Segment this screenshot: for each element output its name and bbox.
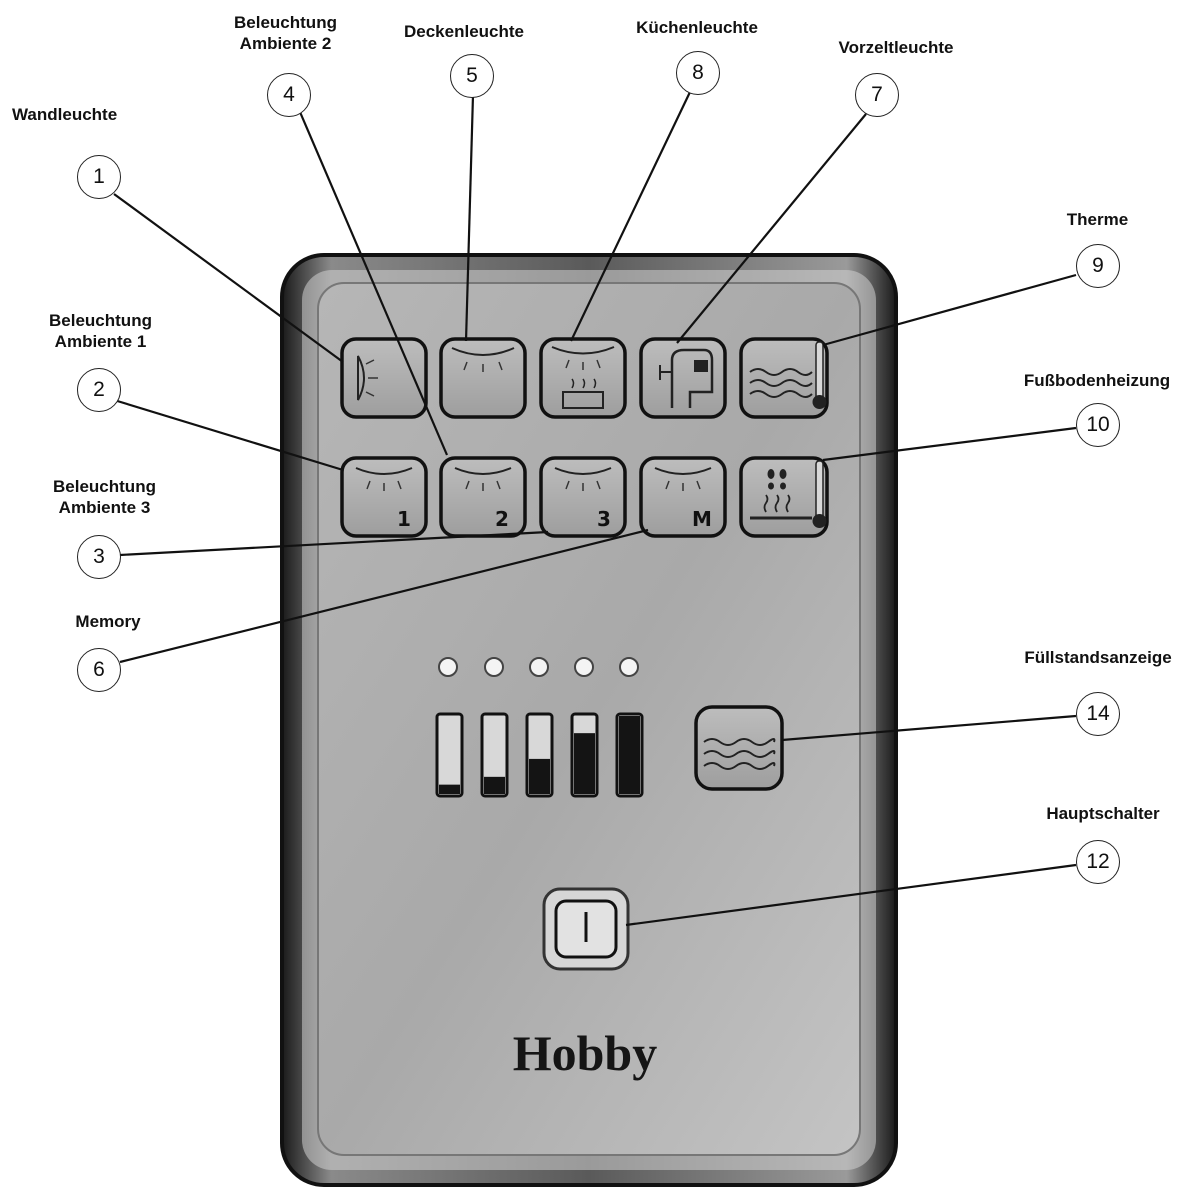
- leader-line: [822, 426, 1077, 462]
- water-wave-icon: [703, 738, 776, 746]
- level-fill-1: [439, 784, 460, 794]
- label-hauptschalter: Hauptschalter: [1046, 804, 1160, 823]
- label-memory: Memory: [75, 612, 141, 631]
- led: [484, 657, 504, 677]
- callout-3: 3: [77, 535, 121, 579]
- level-fill-2: [484, 776, 505, 794]
- level-bars: [435, 712, 644, 798]
- leader-line: [119, 530, 549, 557]
- callout-4: 4: [267, 73, 311, 117]
- thermometer-icon: [815, 341, 824, 401]
- ambient-lamp-icon: [654, 467, 712, 475]
- leader-line: [570, 91, 691, 342]
- callout-7: 7: [855, 73, 899, 117]
- fussbodenheizung-button[interactable]: [739, 456, 829, 538]
- ambiente2-button[interactable]: [439, 456, 527, 538]
- leader-line: [676, 113, 867, 344]
- callout-8: 8: [676, 51, 720, 95]
- leader-line: [119, 528, 649, 664]
- led: [529, 657, 549, 677]
- label-vorzeltleuchte: Vorzeltleuchte: [838, 38, 954, 57]
- ambient-lamp-icon: [554, 467, 612, 475]
- awning-lamp-icon: [670, 348, 714, 408]
- leader-lines: [113, 91, 1077, 927]
- level-fill-3: [529, 758, 550, 794]
- led: [619, 657, 639, 677]
- label-wandleuchte: Wandleuchte: [12, 105, 118, 124]
- callout-9: 9: [1076, 244, 1120, 288]
- footprints-icon: [767, 469, 787, 490]
- ambient-lamp-icon: [454, 467, 512, 475]
- key-number-1: 1: [397, 507, 411, 531]
- level-bar-1: [435, 712, 464, 798]
- heat-icon: [763, 494, 791, 513]
- callout-14: 14: [1076, 692, 1120, 736]
- deckenleuchte-button[interactable]: [439, 337, 527, 419]
- ambiente3-button[interactable]: [539, 456, 627, 538]
- leader-line: [113, 193, 344, 363]
- label-kuechenleuchte: Küchenleuchte: [636, 18, 758, 37]
- led: [574, 657, 594, 677]
- label-fuellstandsanzeige: Füllstandsanzeige: [1024, 648, 1172, 667]
- leader-line: [781, 714, 1077, 742]
- callout-5: 5: [450, 54, 494, 98]
- memory-button[interactable]: [639, 456, 727, 538]
- key-letter-m: M: [692, 507, 712, 531]
- label-fussbodenheizung: Fußbodenheizung: [1023, 371, 1171, 390]
- level-fill-5: [619, 716, 640, 794]
- ambient-lamp-icon: [355, 467, 413, 475]
- ceiling-lamp-icon: [451, 347, 515, 356]
- brand-logo: Hobby: [512, 1025, 658, 1081]
- callout-6: 6: [77, 648, 121, 692]
- label-therme: Therme: [1066, 210, 1129, 229]
- thermometer-icon: [815, 460, 824, 520]
- water-wave-icon: [749, 368, 813, 376]
- ambiente1-button[interactable]: [340, 456, 428, 538]
- leader-line: [113, 398, 344, 472]
- level-leds: [438, 657, 639, 677]
- leader-line: [625, 863, 1077, 927]
- kitchen-lamp-icon: [551, 346, 615, 355]
- leader-line: [464, 94, 475, 342]
- key-number-2: 2: [495, 507, 509, 531]
- kuechenleuchte-button[interactable]: [539, 337, 627, 419]
- led: [438, 657, 458, 677]
- label-deckenleuchte: Deckenleuchte: [404, 22, 524, 41]
- callout-1: 1: [77, 155, 121, 199]
- leader-line: [298, 111, 449, 456]
- vorzeltleuchte-button[interactable]: [639, 337, 727, 419]
- fuellstandsanzeige-button[interactable]: [694, 705, 784, 791]
- therme-button[interactable]: [739, 337, 829, 419]
- hauptschalter-button[interactable]: [542, 887, 630, 971]
- level-fill-4: [574, 733, 595, 794]
- callout-10: 10: [1076, 403, 1120, 447]
- leader-line: [822, 273, 1077, 347]
- callout-2: 2: [77, 368, 121, 412]
- wall-lamp-icon: [357, 355, 365, 401]
- callout-12: 12: [1076, 840, 1120, 884]
- key-number-3: 3: [597, 507, 611, 531]
- level-bar-2: [480, 712, 509, 798]
